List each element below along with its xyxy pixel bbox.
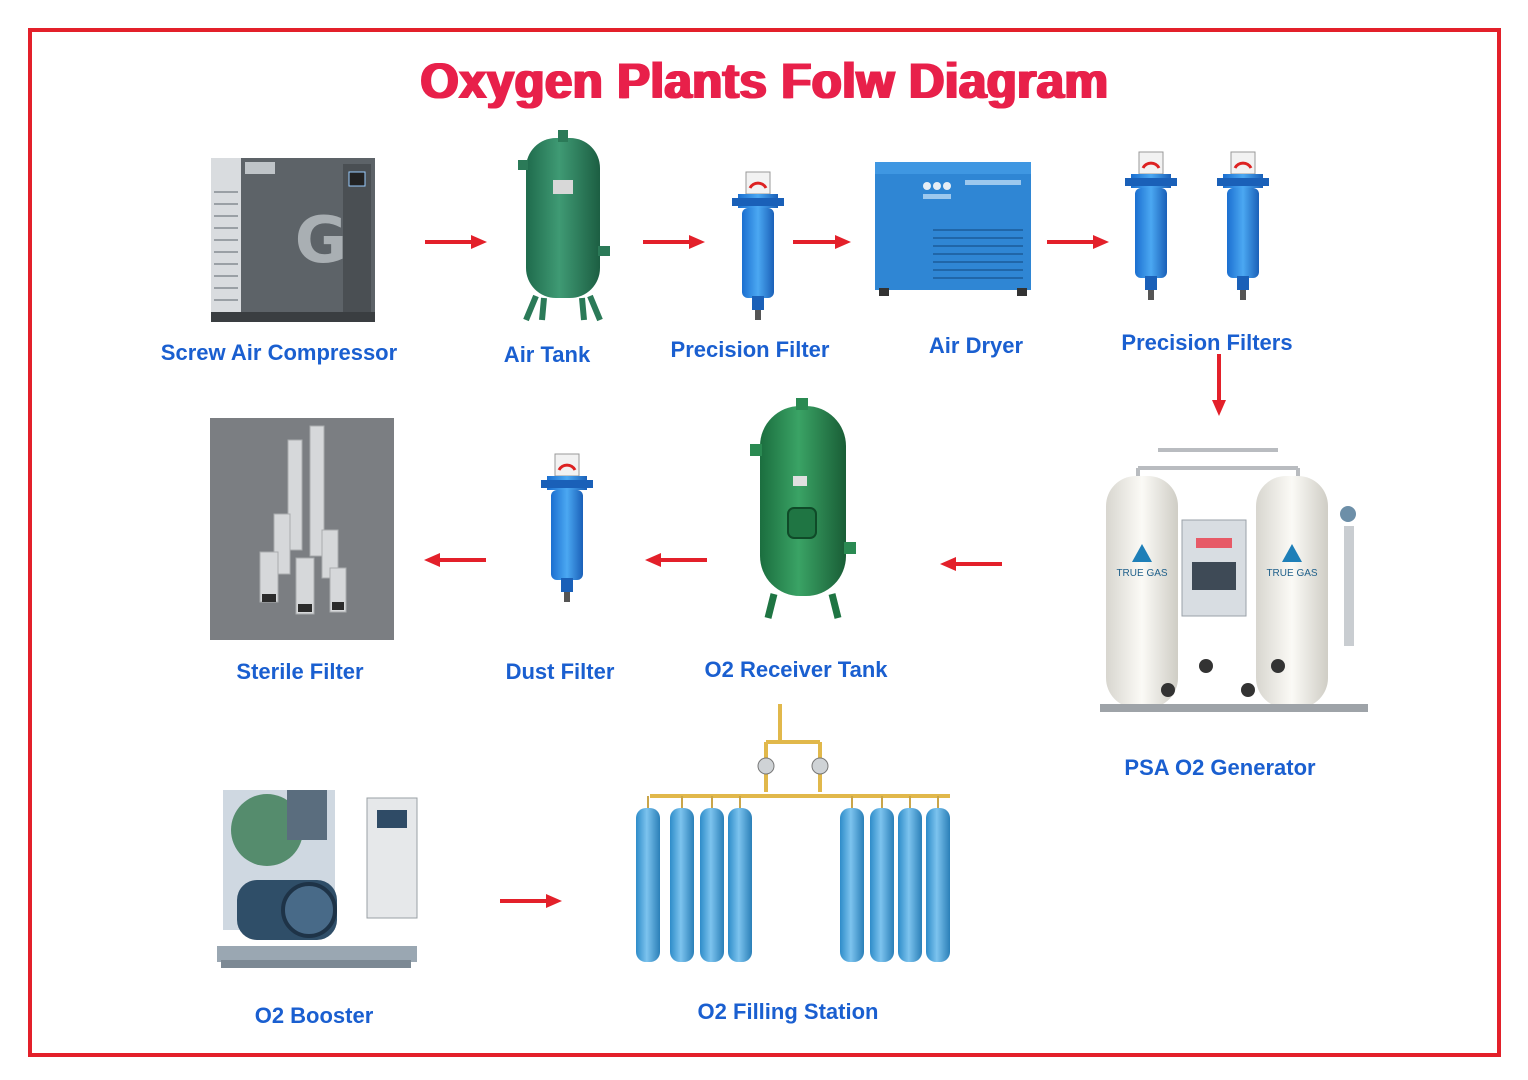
air-tank-image — [518, 130, 610, 322]
label-precision-filters: Precision Filters — [1121, 330, 1293, 355]
psa-brand-right: TRUE GAS — [1266, 568, 1317, 579]
label-dust-filter: Dust Filter — [505, 659, 615, 684]
psa-brand-left: TRUE GAS — [1116, 568, 1167, 579]
arrow-dust-filter-to-sterile — [424, 553, 486, 567]
arrow-compressor-to-tank — [425, 235, 487, 249]
o2-receiver-tank-image — [750, 398, 856, 619]
label-air-dryer: Air Dryer — [928, 333, 1024, 358]
label-o2-receiver-tank: O2 Receiver Tank — [704, 657, 888, 682]
label-screw-air-compressor: Screw Air Compressor — [160, 340, 398, 365]
arrow-filters-to-psa — [1212, 354, 1226, 416]
screw-air-compressor-image: G — [211, 158, 375, 322]
psa-o2-generator-image: TRUE GAS TRUE GAS — [1100, 448, 1368, 712]
air-dryer-image — [875, 162, 1031, 296]
o2-booster-image — [217, 790, 418, 968]
arrow-psa-to-receiver — [940, 557, 1002, 571]
o2-filling-station-image — [636, 704, 950, 962]
arrow-dryer-to-filters — [1047, 235, 1109, 249]
diagram-frame — [28, 28, 1501, 1057]
sterile-filter-image — [210, 418, 394, 640]
diagram-title: Oxygen Plants Folw Diagram — [419, 53, 1109, 109]
label-o2-filling-station: O2 Filling Station — [697, 999, 879, 1024]
arrow-booster-to-filling-station — [500, 894, 562, 908]
precision-filters-image — [1125, 151, 1269, 300]
dust-filter-image — [541, 453, 593, 602]
compressor-badge: G — [295, 204, 348, 278]
label-precision-filter: Precision Filter — [670, 337, 830, 362]
arrow-receiver-to-dust-filter — [645, 553, 707, 567]
label-air-tank: Air Tank — [503, 342, 591, 367]
arrow-filter-to-dryer — [793, 235, 851, 249]
label-sterile-filter: Sterile Filter — [236, 659, 364, 684]
arrow-tank-to-filter — [643, 235, 705, 249]
label-o2-booster: O2 Booster — [254, 1003, 374, 1028]
label-psa-o2-generator: PSA O2 Generator — [1124, 755, 1316, 780]
precision-filter-image — [732, 171, 784, 320]
